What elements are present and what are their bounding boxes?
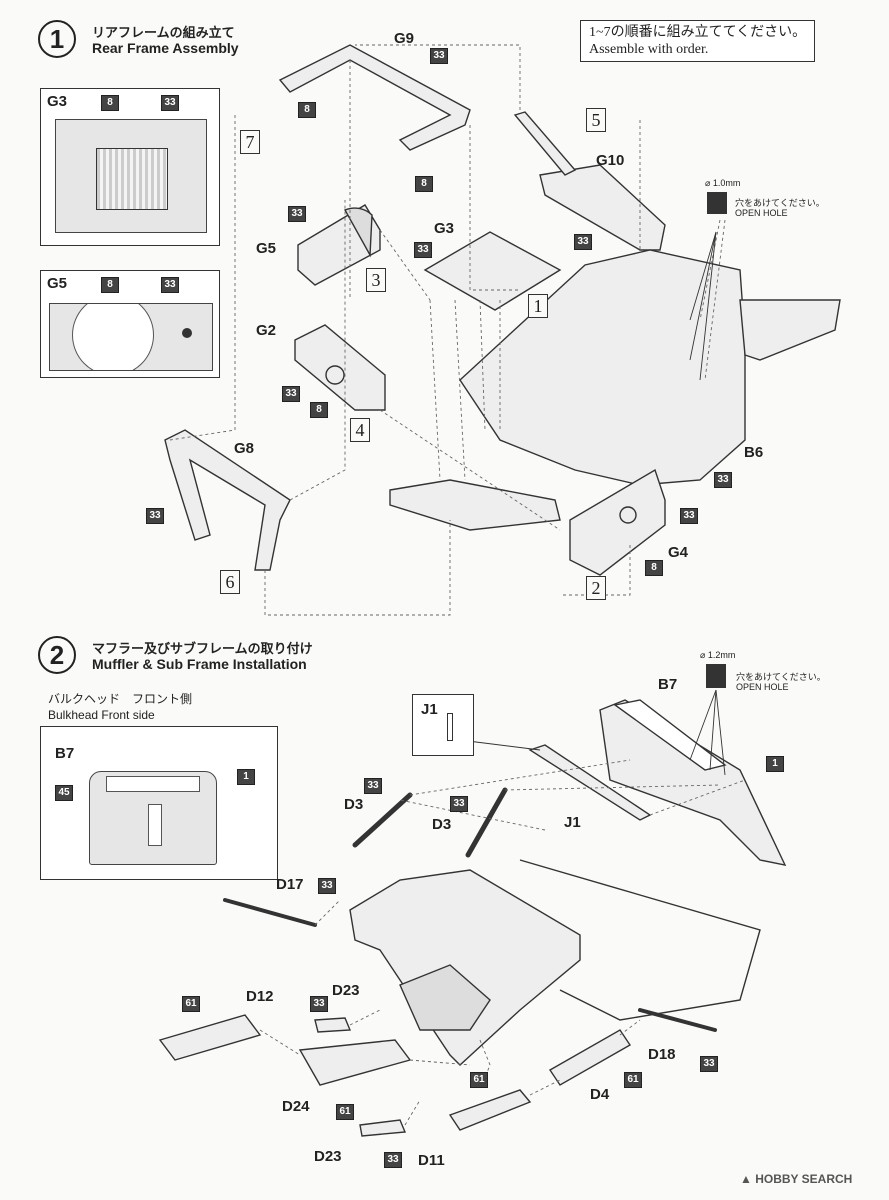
hole2-jp: 穴をあけてください。 (736, 672, 826, 682)
label-g10: G10 (596, 152, 625, 169)
watermark-logo: ▲ HOBBY SEARCH (740, 1172, 852, 1186)
inset-g3-badge-33: 33 (161, 95, 179, 111)
inset-b7-label: B7 (55, 745, 75, 762)
badge-g3-33: 33 (414, 242, 432, 258)
label-d3a: D3 (344, 796, 364, 813)
badge-d24-61: 61 (336, 1104, 354, 1120)
part-subframe-shape (349, 869, 581, 1066)
order-box-3: 3 (366, 268, 386, 292)
badge-d18-33: 33 (700, 1056, 718, 1072)
badge-b7-1: 1 (766, 756, 784, 772)
label-g3: G3 (434, 220, 455, 237)
part-g8-shape (164, 429, 291, 571)
step1-title-en: Rear Frame Assembly (92, 40, 239, 56)
label-b6: B6 (744, 444, 764, 461)
label-d11: D11 (418, 1152, 445, 1169)
badge-d11-61: 61 (470, 1072, 488, 1088)
label-b7: B7 (658, 676, 678, 693)
order-box-5: 5 (586, 108, 606, 132)
label-d18: D18 (648, 1046, 676, 1063)
bulkhead-en: Bulkhead Front side (48, 708, 155, 722)
label-d24: D24 (282, 1098, 310, 1115)
part-g3-shape (423, 231, 562, 311)
order-box-1: 1 (528, 294, 548, 318)
badge-g9-8b: 8 (415, 176, 433, 192)
step2-title-en: Muffler & Sub Frame Installation (92, 656, 307, 672)
badge-g8-33: 33 (146, 508, 164, 524)
label-g8: G8 (234, 440, 255, 457)
label-j1: J1 (564, 814, 581, 831)
order-box-6: 6 (220, 570, 240, 594)
watermark-icon: ▲ (740, 1172, 756, 1186)
inset-g5-badge-8: 8 (101, 277, 119, 293)
hole1-size: ⌀ 1.0mm (705, 178, 741, 188)
badge-d23a-33: 33 (310, 996, 328, 1012)
label-d12: D12 (246, 988, 274, 1005)
hole2-size: ⌀ 1.2mm (700, 650, 736, 660)
badge-g5-33: 33 (288, 206, 306, 222)
badge-d23b-33: 33 (384, 1152, 402, 1168)
label-d17: D17 (276, 876, 304, 893)
badge-d3b-33: 33 (450, 796, 468, 812)
inset-g5-badge-33: 33 (161, 277, 179, 293)
part-g9-shape (278, 44, 471, 151)
inset-g5: G5 8 33 (40, 270, 220, 378)
order-box-4: 4 (350, 418, 370, 442)
label-d4: D4 (590, 1086, 610, 1103)
inset-b7-badge-45: 45 (55, 785, 73, 801)
inset-g5-plate (49, 303, 213, 371)
badge-g2-8: 8 (310, 402, 328, 418)
hole2-en: OPEN HOLE (736, 682, 789, 692)
badge-g2-33: 33 (282, 386, 300, 402)
badge-d3a-33: 33 (364, 778, 382, 794)
inset-g3-plate (55, 119, 207, 233)
label-g2: G2 (256, 322, 277, 339)
badge-d4-61: 61 (624, 1072, 642, 1088)
step2-title-jp: マフラー及びサブフレームの取り付け (92, 641, 313, 656)
inset-b7: B7 1 45 (40, 726, 278, 880)
inset-g5-label: G5 (47, 275, 68, 292)
watermark-text: HOBBY SEARCH (755, 1172, 853, 1186)
part-g4-shape (569, 468, 666, 576)
inset-b7-badge-1: 1 (237, 769, 255, 785)
label-g4: G4 (668, 544, 689, 561)
note-jp: 1~7の順番に組み立ててください。 (589, 25, 807, 40)
hole1-en: OPEN HOLE (735, 208, 788, 218)
bulkhead-jp: バルクヘッド フロント側 (48, 692, 193, 706)
inset-g3-badge-8: 8 (101, 95, 119, 111)
inset-b7-plate (89, 771, 217, 865)
note-en: Assemble with order. (589, 42, 709, 57)
badge-g9-33: 33 (430, 48, 448, 64)
badge-d12-61: 61 (182, 996, 200, 1012)
part-b6-shape (459, 249, 746, 486)
step1-number: 1 (38, 20, 76, 58)
badge-d17-33: 33 (318, 878, 336, 894)
j1-box-label: J1 (421, 701, 438, 718)
inset-g3-label: G3 (47, 93, 68, 110)
drill-icon (707, 192, 727, 214)
label-d23a: D23 (332, 982, 360, 999)
order-box-2: 2 (586, 576, 606, 600)
badge-g10-33: 33 (574, 234, 592, 250)
badge-g4-33: 33 (680, 508, 698, 524)
assembly-order-note: 1~7の順番に組み立ててください。 Assemble with order. (580, 20, 816, 62)
label-d3b: D3 (432, 816, 452, 833)
drill-icon-2 (706, 664, 726, 688)
step2-number: 2 (38, 636, 76, 674)
badge-g9-8a: 8 (298, 102, 316, 118)
label-g5: G5 (256, 240, 277, 257)
part-b7-shape (599, 699, 787, 866)
badge-b6-33: 33 (714, 472, 732, 488)
label-g9: G9 (394, 30, 415, 47)
label-d23b: D23 (314, 1148, 342, 1165)
hole1-jp: 穴をあけてください。 (735, 198, 825, 208)
part-g10-shape (539, 164, 666, 251)
badge-g4-8: 8 (645, 560, 663, 576)
order-box-7: 7 (240, 130, 260, 154)
inset-g3: G3 8 33 (40, 88, 220, 246)
step1-title-jp: リアフレームの組み立て (92, 25, 235, 40)
j1-box: J1 (412, 694, 474, 756)
